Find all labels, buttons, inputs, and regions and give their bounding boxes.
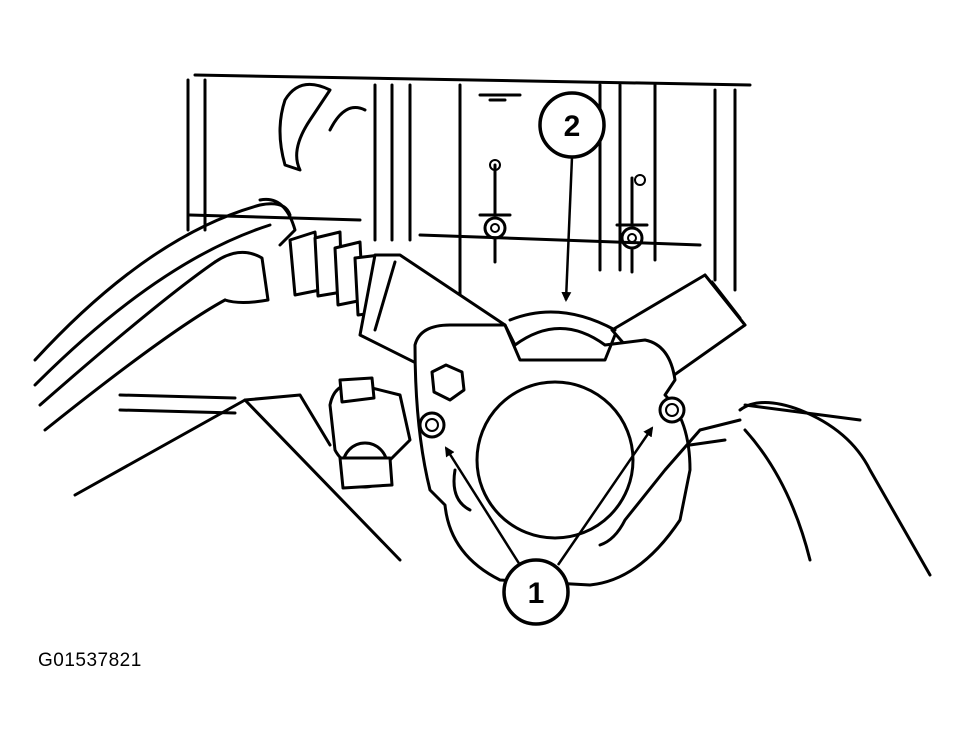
callout-1: 1 bbox=[444, 426, 654, 626]
block-fastener-right bbox=[615, 174, 649, 274]
callout-1-circle bbox=[502, 558, 570, 626]
callout-2-label: 2 bbox=[564, 110, 581, 143]
callout-2-leader bbox=[561, 156, 574, 302]
block-fastener-left bbox=[478, 159, 512, 264]
callout-1-label: 1 bbox=[528, 577, 545, 610]
mounting-bolt-left bbox=[418, 411, 446, 439]
callout-2: 2 bbox=[538, 91, 606, 302]
engine-block bbox=[186, 73, 752, 302]
side-sensor bbox=[328, 376, 412, 490]
callout-1-leader-right bbox=[556, 426, 654, 566]
figure-id-label: G01537821 bbox=[38, 650, 142, 671]
fuel-pump-body bbox=[413, 310, 692, 587]
mounting-bolt-right bbox=[658, 396, 686, 424]
lower-housing bbox=[73, 393, 932, 577]
callout-1-leader-left bbox=[444, 446, 522, 566]
fuel-hoses bbox=[33, 197, 297, 432]
